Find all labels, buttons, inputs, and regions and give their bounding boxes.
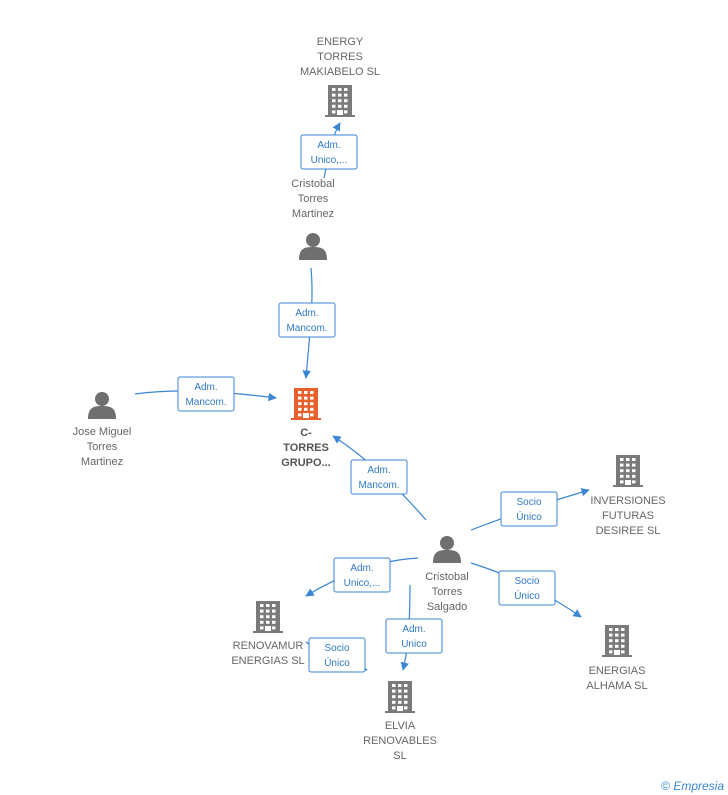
building-icon <box>325 85 355 117</box>
edge-label-cristobal_tm-to-energy_torres[interactable]: Adm. Unico,... <box>300 134 358 170</box>
edge-label-cristobal_tm-to-center[interactable]: Adm. Mancom. <box>278 302 336 338</box>
node-label-line: DESIREE SL <box>596 525 661 537</box>
node-label-line: Torres <box>87 441 118 453</box>
node-label-line: INVERSIONES <box>590 495 665 507</box>
node-inversiones[interactable]: INVERSIONES FUTURAS DESIREE SL <box>590 455 666 537</box>
node-label-line: TORRES <box>283 442 329 454</box>
brand-name: Empresia <box>673 779 724 793</box>
edge-label-line: Mancom. <box>286 323 327 334</box>
node-energias-alhama[interactable]: ENERGIAS ALHAMA SL <box>586 625 648 692</box>
node-label-line: Salgado <box>427 601 467 613</box>
node-label-line: GRUPO... <box>281 457 331 469</box>
person-icon <box>433 536 461 563</box>
node-center[interactable]: C- TORRES GRUPO... <box>281 388 331 469</box>
node-label-line: Cristobal <box>291 178 334 190</box>
node-renovamur[interactable]: RENOVAMUR ENERGIAS SL <box>231 601 305 667</box>
node-label-line: C- <box>300 427 312 439</box>
edge-label-line: Socio <box>516 497 541 508</box>
edge-label-line: Mancom. <box>185 397 226 408</box>
edge-label-line: Adm. <box>402 624 425 635</box>
node-label-line: FUTURAS <box>602 510 654 522</box>
node-label-line: TORRES <box>317 51 363 63</box>
node-energy-torres[interactable]: ENERGY TORRES MAKIABELO SL <box>300 36 380 117</box>
edge-label-line: Socio <box>514 576 539 587</box>
node-label-line: SL <box>393 750 406 762</box>
edge-label-jose_miguel-to-center[interactable]: Adm. Mancom. <box>177 376 235 412</box>
node-label-line: Jose Miguel <box>73 426 132 438</box>
node-label-line: Torres <box>298 193 329 205</box>
edge-label-cristobal_ts-to-elvia[interactable]: Adm. Unico <box>385 618 443 654</box>
edge-label-line: Mancom. <box>358 480 399 491</box>
node-label-line: RENOVABLES <box>363 735 437 747</box>
edge-label-line: Único <box>514 589 540 602</box>
building-icon <box>602 625 632 657</box>
node-label-line: Cristobal <box>425 571 468 583</box>
node-label-line: Torres <box>432 586 463 598</box>
edge-label-cristobal_ts-to-center[interactable]: Adm. Mancom. <box>350 459 408 495</box>
edge-label-line: Unico,... <box>344 578 381 589</box>
person-icon <box>299 233 327 260</box>
node-label-line: ENERGY <box>317 36 364 48</box>
node-label-line: ELVIA <box>385 720 416 732</box>
edge-label-line: Adm. <box>295 308 318 319</box>
building-icon <box>253 601 283 633</box>
edge-label-line: Unico,... <box>311 155 348 166</box>
node-label-line: MAKIABELO SL <box>300 66 380 78</box>
node-label-line: RENOVAMUR <box>233 640 304 652</box>
edge-label-cristobal_ts-to-renovamur[interactable]: Adm. Unico,... <box>333 557 391 593</box>
node-label-line: ENERGIAS SL <box>231 655 304 667</box>
edge-label-line: Único <box>324 656 350 669</box>
brand-watermark: © Empresia <box>661 779 724 793</box>
node-elvia[interactable]: ELVIA RENOVABLES SL <box>363 681 437 762</box>
edge-label-line: Adm. <box>317 140 340 151</box>
copyright-symbol: © <box>661 779 670 793</box>
building-icon <box>385 681 415 713</box>
edge-label-line: Adm. <box>350 563 373 574</box>
node-label-line: ALHAMA SL <box>586 680 647 692</box>
node-label-line: Martinez <box>292 208 334 220</box>
building-icon <box>291 388 321 420</box>
building-icon <box>613 455 643 487</box>
person-icon <box>88 392 116 419</box>
edge-label-line: Único <box>516 510 542 523</box>
edge-label-line: Unico <box>401 639 427 650</box>
node-label-line: ENERGIAS <box>589 665 646 677</box>
edge-label-line: Socio <box>324 643 349 654</box>
edge-label-line: Adm. <box>194 382 217 393</box>
edge-label-line: Adm. <box>367 465 390 476</box>
node-label-line: Martinez <box>81 456 123 468</box>
